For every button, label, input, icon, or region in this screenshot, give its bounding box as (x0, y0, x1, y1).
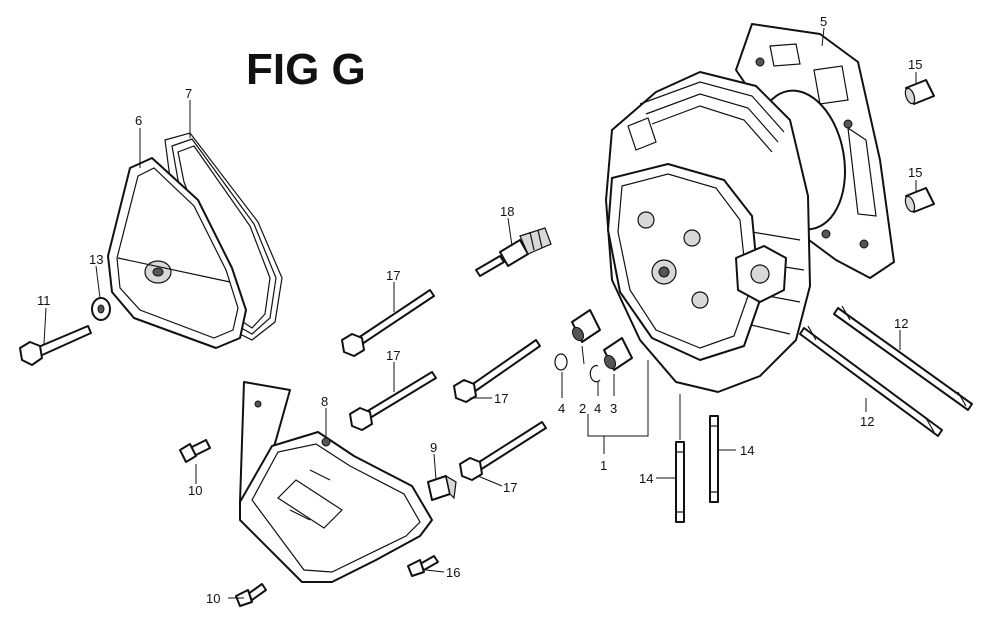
callout-3: 3 (610, 401, 617, 416)
callout-17-lower: 17 (503, 480, 517, 495)
part-12-stud-lower (799, 325, 943, 437)
callout-labels: 6 7 13 11 18 17 17 17 17 8 9 10 10 16 4 … (37, 14, 922, 606)
part-14-stud-left (675, 441, 685, 523)
callout-13: 13 (89, 252, 103, 267)
part-14-stud-right (709, 415, 719, 503)
part-3-valve-guide (603, 337, 633, 371)
callout-6: 6 (135, 113, 142, 128)
callout-12-upper: 12 (894, 316, 908, 331)
part-17-bolt-middle-right (453, 339, 541, 403)
callout-18: 18 (500, 204, 514, 219)
leader-lines (43, 27, 917, 599)
part-2-valve-guide (571, 309, 601, 343)
part-4-clip-left (554, 353, 568, 371)
part-17-bolt-middle-left (349, 371, 437, 431)
part-6-head-cover (107, 157, 247, 349)
part-8-air-guide (239, 381, 433, 583)
part-10-screw-upper (179, 439, 211, 463)
part-16-screw (407, 555, 439, 577)
callout-7: 7 (185, 86, 192, 101)
callout-15-upper: 15 (908, 57, 922, 72)
callout-14-left: 14 (639, 471, 653, 486)
part-4-clip-right (589, 365, 601, 383)
part-15-dowel-lower (904, 187, 935, 213)
callout-9: 9 (430, 440, 437, 455)
part-11-bolt (19, 325, 92, 366)
callout-10-upper: 10 (188, 483, 202, 498)
part-10-screw-lower (235, 583, 267, 607)
figure-title: FIG G (246, 45, 366, 94)
callout-1: 1 (600, 458, 607, 473)
callout-17-upper: 17 (386, 268, 400, 283)
callout-8: 8 (321, 394, 328, 409)
part-13-washer (91, 297, 111, 321)
callout-10-lower: 10 (206, 591, 220, 606)
callout-2: 2 (579, 401, 586, 416)
part-1-cylinder-head (605, 71, 811, 393)
callout-17-middle-right: 17 (494, 391, 508, 406)
part-9-clip (427, 474, 457, 501)
callout-5: 5 (820, 14, 827, 29)
callout-14-right: 14 (740, 443, 754, 458)
part-17-bolt-lower (459, 421, 547, 481)
callout-15-lower: 15 (908, 165, 922, 180)
part-12-stud-upper (833, 305, 973, 411)
part-15-dowel-upper (904, 79, 935, 105)
callout-17-middle-left: 17 (386, 348, 400, 363)
callout-4-left: 4 (558, 401, 565, 416)
callout-11: 11 (37, 293, 51, 308)
part-17-bolt-upper (341, 289, 435, 357)
callout-16: 16 (446, 565, 460, 580)
callout-4-right: 4 (594, 401, 601, 416)
callout-12-lower: 12 (860, 414, 874, 429)
part-18-spark-plug (475, 227, 552, 277)
